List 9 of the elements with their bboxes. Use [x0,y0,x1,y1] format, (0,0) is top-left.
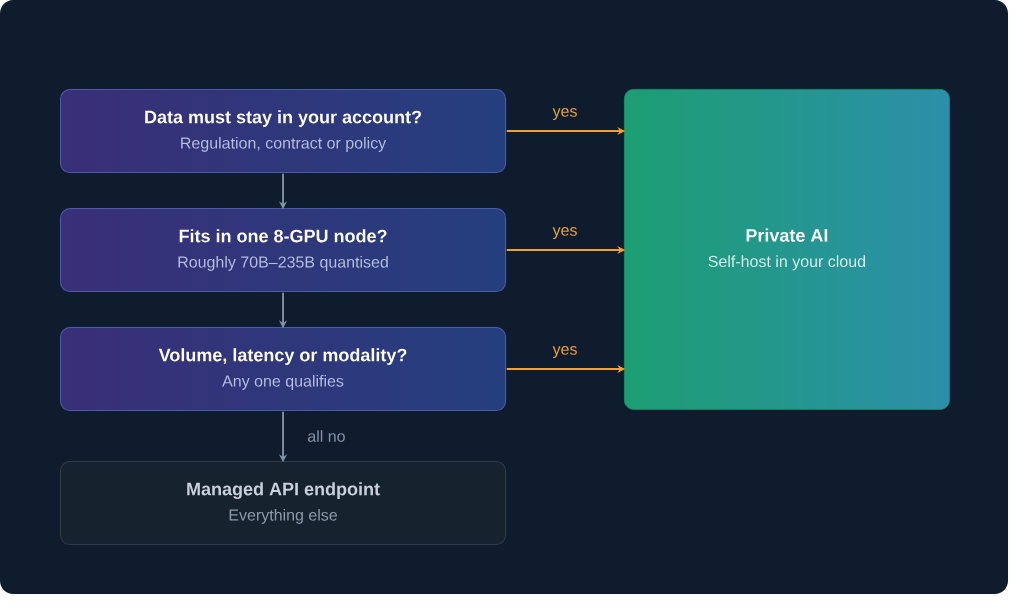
edge-label: yes [550,225,580,241]
decision-box: Fits in one 8-GPU node? Roughly 70B–235B quantised [60,208,507,293]
edge-label: yes [550,344,580,360]
edge-label: yes [550,106,580,122]
decision-box: Data must stay in your account? Regulation, contract or policy [60,89,507,174]
edge-label: all no [305,428,348,444]
outcome-box: Private AI Self-host in your cloud [624,89,950,410]
outcome-box: Managed API endpoint Everything else [60,461,507,546]
decision-box: Volume, latency or modality? Any one qualifies [60,327,507,412]
